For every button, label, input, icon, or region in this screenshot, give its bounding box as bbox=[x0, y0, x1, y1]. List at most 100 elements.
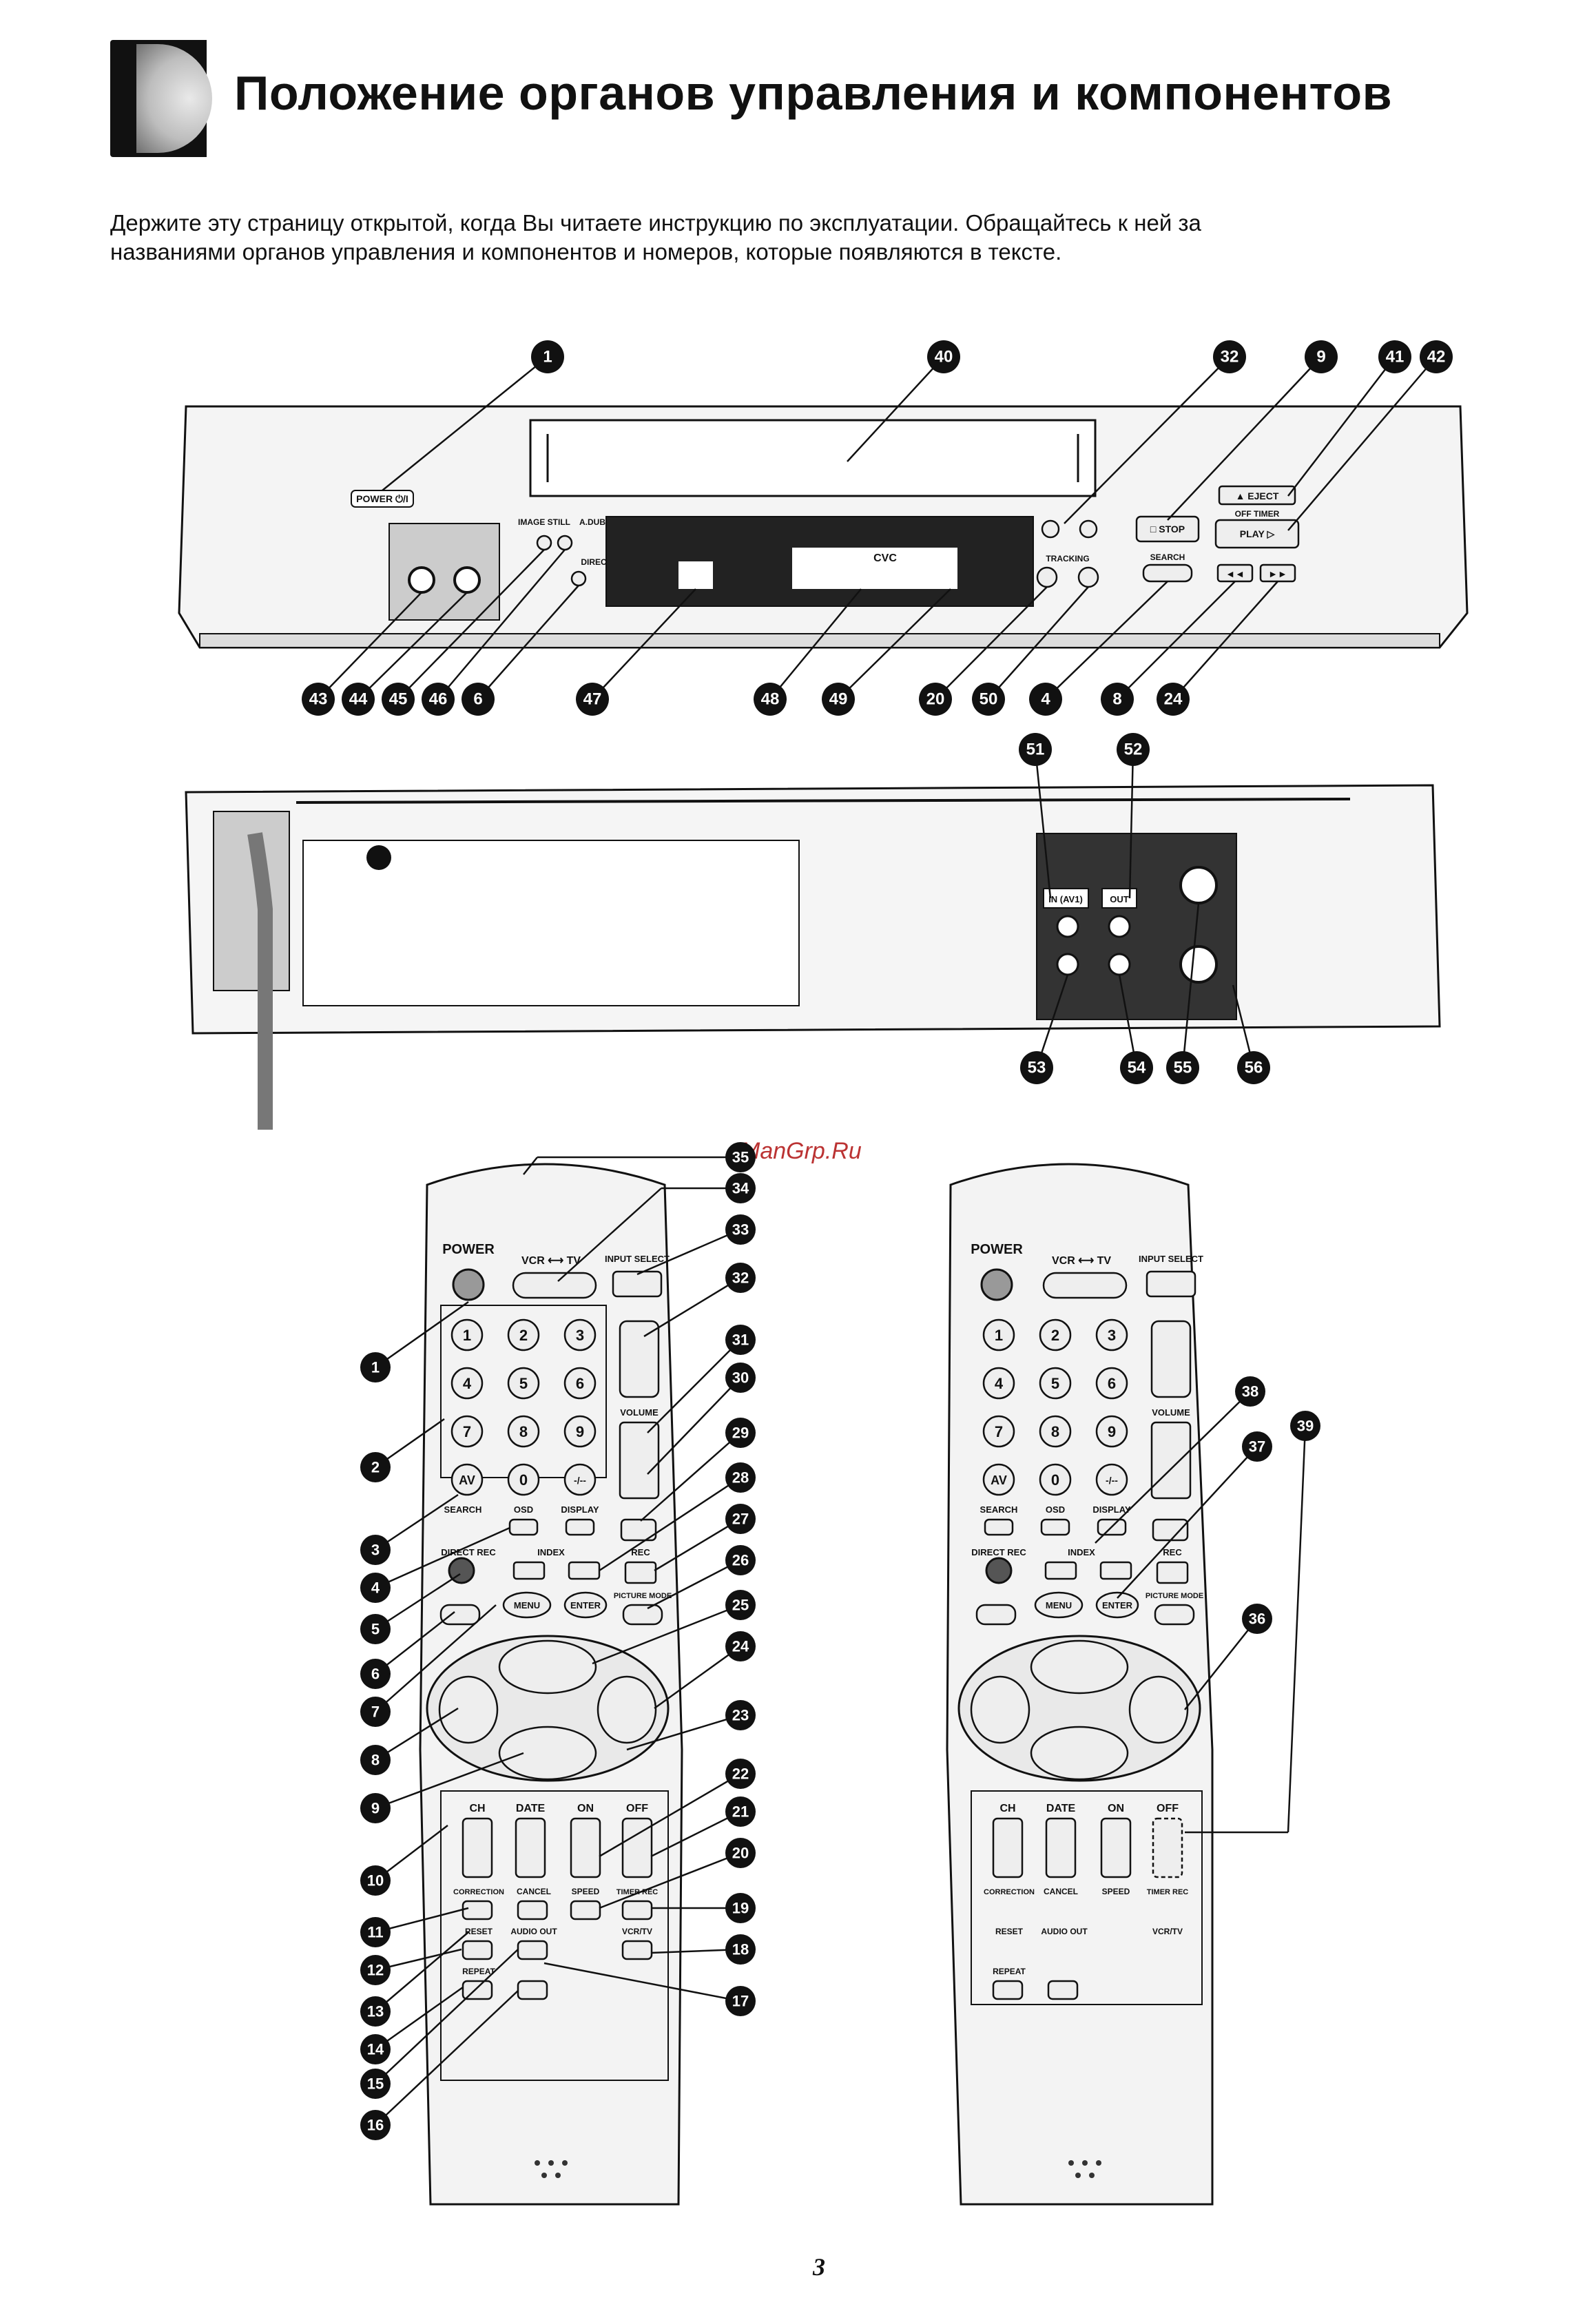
svg-text:55: 55 bbox=[1174, 1059, 1192, 1077]
remote2-cancel-label: CANCEL bbox=[1044, 1887, 1078, 1896]
remote2-callouts: 38 39 37 36 bbox=[1235, 1376, 1320, 1634]
svg-text:34: 34 bbox=[732, 1180, 749, 1197]
svg-text:1: 1 bbox=[463, 1327, 471, 1344]
svg-text:ENTER: ENTER bbox=[570, 1600, 601, 1610]
remote1-search-label: SEARCH bbox=[444, 1504, 482, 1515]
svg-text:9: 9 bbox=[1316, 348, 1325, 366]
remote1-display-button bbox=[565, 1518, 595, 1536]
svg-text:46: 46 bbox=[429, 690, 448, 709]
svg-text:4: 4 bbox=[1041, 690, 1050, 709]
stop-label: □ STOP bbox=[1150, 524, 1185, 535]
remote1-date-label: DATE bbox=[516, 1803, 546, 1814]
svg-text:24: 24 bbox=[1164, 690, 1183, 709]
svg-text:41: 41 bbox=[1386, 348, 1405, 366]
remote2-vcr-tv2-label: VCR/TV bbox=[1152, 1927, 1183, 1936]
vcr-front-panel-diagram: POWER ⏻/I IMAGE STILL A.DUB DIRECT REC C… bbox=[178, 340, 1469, 716]
audio-dub-button bbox=[557, 535, 573, 551]
remote1-power-button bbox=[452, 1268, 485, 1301]
cassette-slot bbox=[529, 419, 1097, 497]
front-audio-jack bbox=[453, 566, 481, 594]
svg-text:20: 20 bbox=[732, 1845, 749, 1862]
search-button bbox=[1142, 563, 1193, 583]
front-power-label: POWER ⏻/I bbox=[356, 493, 408, 504]
svg-text:9: 9 bbox=[576, 1423, 584, 1440]
svg-text:49: 49 bbox=[829, 690, 848, 709]
vcr-rear-panel-diagram: IN (AV1) OUT 51 52 53 54 55 56 bbox=[185, 733, 1441, 1130]
power-cord bbox=[247, 832, 273, 1130]
svg-text:23: 23 bbox=[732, 1707, 749, 1724]
svg-text:4: 4 bbox=[371, 1580, 380, 1597]
svg-text:27: 27 bbox=[732, 1511, 749, 1528]
remote1-rec-button bbox=[624, 1561, 657, 1584]
remote1-ch-label: CH bbox=[469, 1803, 485, 1814]
svg-text:52: 52 bbox=[1124, 740, 1143, 759]
remote1-repeat-label: REPEAT bbox=[462, 1967, 495, 1976]
svg-text:21: 21 bbox=[732, 1803, 749, 1821]
svg-text:22: 22 bbox=[732, 1765, 749, 1783]
svg-text:3: 3 bbox=[1108, 1327, 1116, 1344]
remote1-stop-button bbox=[498, 1726, 597, 1781]
intro-text-line-1: Держите эту страницу открытой, когда Вы … bbox=[110, 210, 1201, 236]
search-label: SEARCH bbox=[1150, 552, 1185, 562]
svg-text:40: 40 bbox=[935, 348, 953, 366]
remote2-date-label: DATE bbox=[1046, 1803, 1076, 1814]
svg-text:51: 51 bbox=[1026, 740, 1045, 759]
remote1-input-select-button bbox=[612, 1270, 663, 1298]
svg-text:12: 12 bbox=[367, 1962, 384, 1979]
svg-text:28: 28 bbox=[732, 1469, 749, 1487]
tracking-up-button bbox=[1077, 566, 1099, 588]
svg-text:48: 48 bbox=[761, 690, 780, 709]
svg-text:35: 35 bbox=[732, 1149, 749, 1166]
remote2-search-label: SEARCH bbox=[980, 1504, 1018, 1515]
svg-text:30: 30 bbox=[732, 1369, 749, 1387]
svg-text:6: 6 bbox=[576, 1375, 584, 1392]
remote2-picture-mode-label: PICTURE MODE bbox=[1146, 1592, 1203, 1600]
svg-text:15: 15 bbox=[367, 2075, 384, 2093]
svg-text:1: 1 bbox=[543, 348, 552, 366]
svg-text:4: 4 bbox=[463, 1375, 472, 1392]
svg-text:1: 1 bbox=[995, 1327, 1003, 1344]
svg-text:43: 43 bbox=[309, 690, 328, 709]
remote2-enter-label: ENTER bbox=[1102, 1600, 1133, 1610]
rf-in-connector bbox=[1179, 866, 1218, 904]
remote1-reset-label: RESET bbox=[465, 1927, 493, 1936]
remote1-enter-button bbox=[563, 1591, 608, 1619]
front-video-jack bbox=[408, 566, 435, 594]
svg-text:31: 31 bbox=[732, 1332, 749, 1349]
remote1-index-next-button bbox=[568, 1561, 601, 1580]
svg-text:MENU: MENU bbox=[514, 1600, 540, 1610]
remote1-vcr-tv-label: VCR ⟷ TV bbox=[521, 1255, 581, 1267]
remote1-still-button bbox=[439, 1604, 481, 1626]
svg-text:33: 33 bbox=[732, 1221, 749, 1239]
remote1-volume-rocker bbox=[619, 1421, 660, 1500]
svg-text:7: 7 bbox=[463, 1423, 471, 1440]
remote1-power-label: POWER bbox=[442, 1242, 495, 1257]
remote1-osd-label: OSD bbox=[514, 1504, 533, 1515]
header-block-graphic bbox=[110, 40, 212, 157]
fast-forward-label: ►► bbox=[1268, 568, 1287, 579]
remote2-audio-out-label: AUDIO OUT bbox=[1041, 1927, 1088, 1936]
audio-dub-label: A.DUB bbox=[579, 517, 605, 527]
remote1-picture-mode-button bbox=[622, 1604, 663, 1626]
svg-text:6: 6 bbox=[1108, 1375, 1116, 1392]
remote1-rec-label: REC bbox=[631, 1547, 650, 1557]
remote1-volume-label: VOLUME bbox=[620, 1407, 659, 1418]
svg-text:0: 0 bbox=[519, 1471, 528, 1489]
rear-callouts-top: 51 52 bbox=[1019, 733, 1150, 766]
svg-text:39: 39 bbox=[1297, 1418, 1314, 1435]
remote2-direct-rec-label: DIRECT REC bbox=[971, 1547, 1026, 1557]
svg-text:5: 5 bbox=[371, 1621, 380, 1638]
svg-text:14: 14 bbox=[367, 2041, 384, 2058]
remote2-osd-label: OSD bbox=[1046, 1504, 1065, 1515]
svg-text:6: 6 bbox=[473, 690, 482, 709]
remote1-osd-button bbox=[508, 1518, 539, 1536]
svg-text:13: 13 bbox=[367, 2003, 384, 2020]
svg-text:2: 2 bbox=[1051, 1327, 1059, 1344]
remote2-display-label: DISPLAY bbox=[1092, 1504, 1130, 1515]
svg-text:5: 5 bbox=[519, 1375, 528, 1392]
remote-controls-diagram: POWER VCR ⟷ TV INPUT SELECT 1 2 3 4 5 6 … bbox=[360, 1142, 1320, 2206]
svg-text:47: 47 bbox=[583, 690, 602, 709]
page-title: Положение органов управления и компонент… bbox=[234, 66, 1393, 120]
svg-text:36: 36 bbox=[1249, 1610, 1265, 1628]
svg-text:1: 1 bbox=[371, 1359, 380, 1376]
